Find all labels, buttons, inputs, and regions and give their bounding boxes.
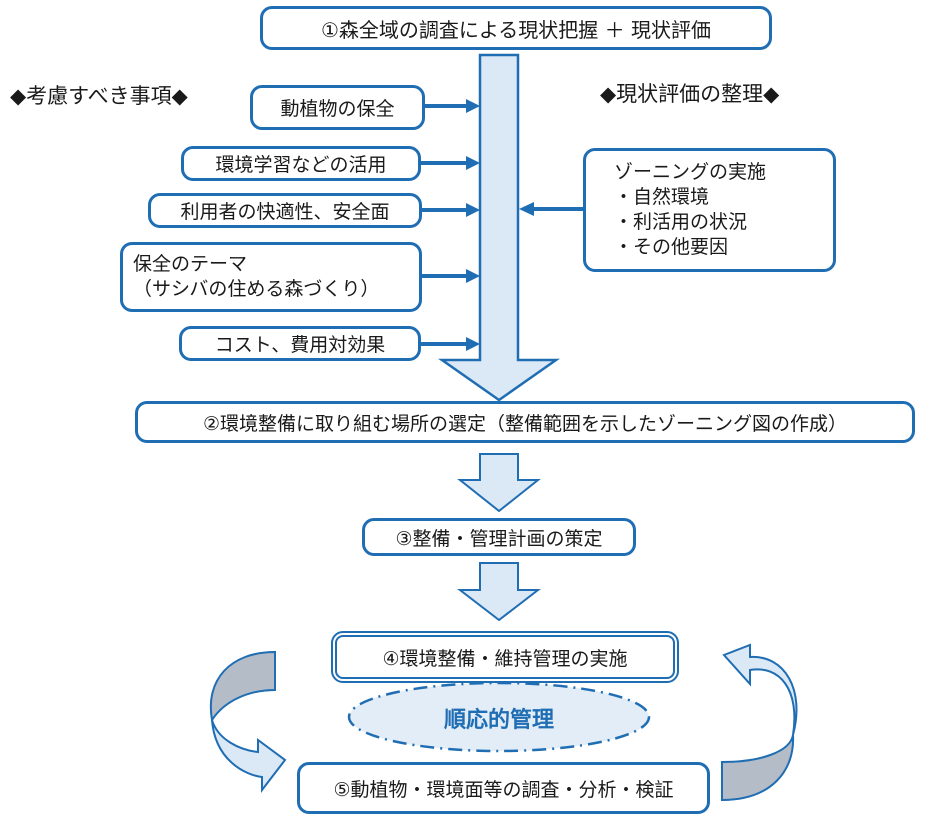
zoning-title: ゾーニングの実施: [614, 161, 767, 183]
consideration-label: 動植物の保全: [280, 98, 395, 120]
consideration-arrows: [420, 99, 586, 351]
arrow-right-icon: [420, 156, 480, 170]
arrow-right-icon: [420, 269, 480, 283]
down-arrow-2-3: [457, 453, 541, 513]
theme-label-line2: （サシバの住める森づくり）: [133, 278, 380, 300]
consideration-label: 環境学習などの活用: [215, 154, 387, 176]
consideration-label: 利用者の快適性、安全面: [180, 201, 390, 223]
step4-label: ④環境整備・維持管理の実施: [382, 647, 628, 670]
consideration-item-cost: コスト、費用対効果: [179, 326, 421, 361]
step1-label: ①森全域の調査による現状把握 ＋ 現状評価: [320, 17, 712, 42]
theme-label-line1: 保全のテーマ: [133, 253, 248, 275]
zoning-bullet: ・自然環境: [614, 186, 710, 208]
consideration-item-education: 環境学習などの活用: [181, 146, 421, 181]
step4-box: ④環境整備・維持管理の実施: [331, 631, 679, 683]
step3-box: ③整備・管理計画の策定: [362, 518, 636, 556]
step5-box: ⑤動植物・環境面等の調査・分析・検証: [297, 762, 710, 814]
arrow-right-icon: [422, 203, 480, 217]
step1-box: ①森全域の調査による現状把握 ＋ 現状評価: [260, 6, 772, 50]
main-down-arrow: [438, 53, 560, 402]
consideration-item-safety: 利用者の快適性、安全面: [148, 193, 422, 228]
consideration-item-theme: 保全のテーマ （サシバの住める森づくり）: [120, 242, 422, 312]
zoning-bullet: ・その他要因: [614, 236, 729, 258]
considerations-heading: ◆考慮すべき事項◆: [10, 84, 188, 108]
step2-label: ②環境整備に取り組む場所の選定（整備範囲を示したゾーニング図の作成）: [202, 412, 848, 435]
loop-arrow-right: [721, 643, 798, 802]
zoning-box: ゾーニングの実施 ・自然環境 ・利活用の状況 ・その他要因: [583, 148, 836, 272]
zoning-bullet: ・利活用の状況: [614, 211, 748, 233]
consideration-label: コスト、費用対効果: [214, 334, 386, 356]
evaluation-heading: ◆現状評価の整理◆: [600, 82, 780, 106]
consideration-item-wildlife: 動植物の保全: [250, 85, 425, 130]
adaptive-management-ellipse: [347, 681, 651, 753]
arrow-right-icon: [420, 337, 480, 351]
arrow-right-icon: [425, 99, 480, 113]
step5-label: ⑤動植物・環境面等の調査・分析・検証: [333, 778, 674, 801]
arrow-left-icon: [519, 202, 586, 216]
adaptive-management-label: 順応的管理: [443, 708, 554, 733]
loop-arrow-left: [209, 650, 287, 793]
step3-label: ③整備・管理計画の策定: [395, 527, 603, 550]
down-arrow-3-4: [457, 562, 541, 622]
step2-box: ②環境整備に取り組む場所の選定（整備範囲を示したゾーニング図の作成）: [135, 401, 915, 443]
